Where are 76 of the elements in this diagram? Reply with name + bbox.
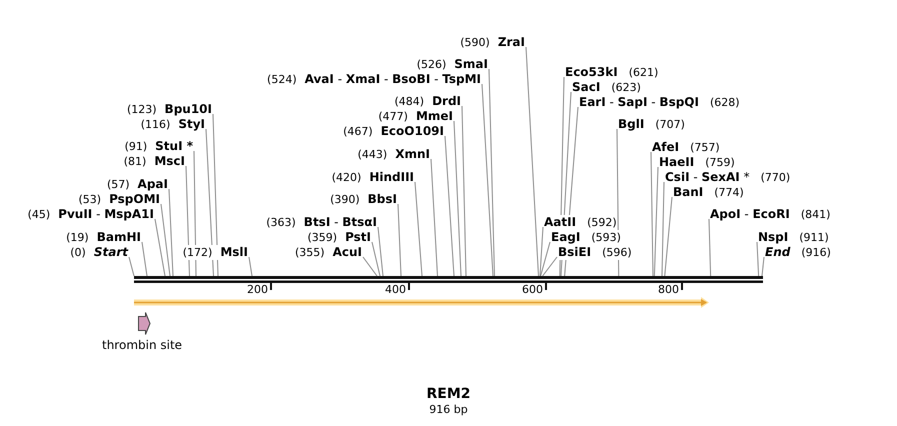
restriction-site-label: (590) ZraI: [460, 35, 525, 50]
restriction-site-label: (123) Bpu10I: [126, 102, 212, 117]
leader-line: [454, 120, 462, 276]
leader-line: [194, 150, 196, 276]
restriction-site-label: ApoI - EcoRI (841): [710, 207, 830, 222]
restriction-site-label: (116) StyI: [140, 117, 205, 132]
map-title: REM2: [426, 386, 471, 403]
restriction-site-label: (57) ApaI: [106, 177, 168, 192]
leader-line: [414, 182, 422, 276]
orf-feature-bar: [134, 297, 709, 308]
leader-line: [212, 114, 218, 276]
leader-line: [444, 136, 454, 276]
restriction-site-label: (467) EcoO109I: [343, 124, 444, 139]
leader-line: [482, 84, 494, 276]
leader-line: [168, 188, 174, 276]
restriction-site-label: HaeII (759): [659, 155, 735, 170]
restriction-site-label: NspI (911): [758, 230, 829, 245]
leader-line: [756, 242, 760, 276]
restriction-site-label: (355) AcuI: [294, 245, 362, 260]
leader-line: [160, 204, 170, 276]
leader-line: [462, 106, 466, 276]
leader-line: [362, 256, 378, 276]
leader-line: [142, 242, 148, 276]
restriction-site-label: End (916): [765, 245, 831, 260]
leader-line: [540, 242, 550, 276]
restriction-site-label: SacI (623): [572, 80, 641, 95]
leader-line: [542, 256, 558, 276]
restriction-site-label: (420) HindIII: [332, 170, 414, 185]
leader-line: [398, 204, 402, 276]
restriction-site-label: (443) XmnI: [358, 147, 430, 162]
leader-line: [206, 128, 214, 276]
restriction-site-label: (81) MscI: [124, 154, 185, 169]
restriction-site-label: EagI (593): [551, 230, 621, 245]
leader-line: [708, 218, 712, 276]
restriction-site-label: BsiEI (596): [558, 245, 632, 260]
restriction-site-label: CsiI - SexAI* (770): [665, 170, 790, 185]
restriction-site-label: EarI - SapI - BspQI (628): [579, 95, 740, 110]
leader-line: [762, 256, 764, 276]
restriction-site-label: BglI (707): [618, 117, 685, 132]
leader-line: [154, 218, 166, 276]
leader-line: [664, 196, 672, 276]
restriction-site-label: (91) StuI *: [124, 139, 193, 154]
leader-line: [378, 226, 384, 276]
leader-line: [372, 242, 380, 276]
scale-label: 200: [247, 283, 268, 296]
dna-backbone: [134, 276, 763, 283]
map-caption: 916 bp: [429, 403, 468, 416]
leader-line: [526, 46, 539, 276]
leader-line: [662, 182, 664, 276]
leader-line: [654, 166, 658, 276]
leader-line: [488, 68, 495, 276]
restriction-site-label: (524) AvaI - XmaI - BsoBI - TspMI: [267, 72, 481, 87]
restriction-site-label: (45) PvuII - MspA1I: [28, 207, 154, 222]
feature-label: thrombin site: [102, 338, 182, 352]
restriction-site-label: BanI (774): [673, 185, 744, 200]
scale-label: 600: [522, 283, 543, 296]
restriction-site-label: AfeI (757): [652, 140, 720, 155]
leader-line: [248, 256, 252, 276]
restriction-site-label: (484) DrdI: [394, 94, 461, 109]
restriction-site-label: (53) PspOMI: [78, 192, 160, 207]
scale-label: 800: [658, 283, 679, 296]
leader-line: [540, 226, 544, 276]
restriction-site-label: (390) BbsI: [330, 192, 397, 207]
restriction-site-label: (0) Start: [70, 245, 128, 260]
restriction-site-label: (172) MslI: [182, 245, 248, 260]
restriction-site-label: Eco53kI (621): [565, 65, 658, 80]
restriction-site-label: (477) MmeI: [378, 109, 453, 124]
restriction-site-label: (19) BamHI: [66, 230, 141, 245]
leader-line: [128, 256, 134, 276]
leader-line: [430, 158, 438, 276]
restriction-site-label: (526) SmaI: [416, 57, 488, 72]
restriction-site-label: (359) PstI: [307, 230, 371, 245]
scale-label: 400: [385, 283, 406, 296]
leader-line: [650, 152, 654, 276]
restriction-site-label: AatII (592): [544, 215, 617, 230]
restriction-site-label: (363) BtsI - BtsαI: [266, 215, 377, 230]
